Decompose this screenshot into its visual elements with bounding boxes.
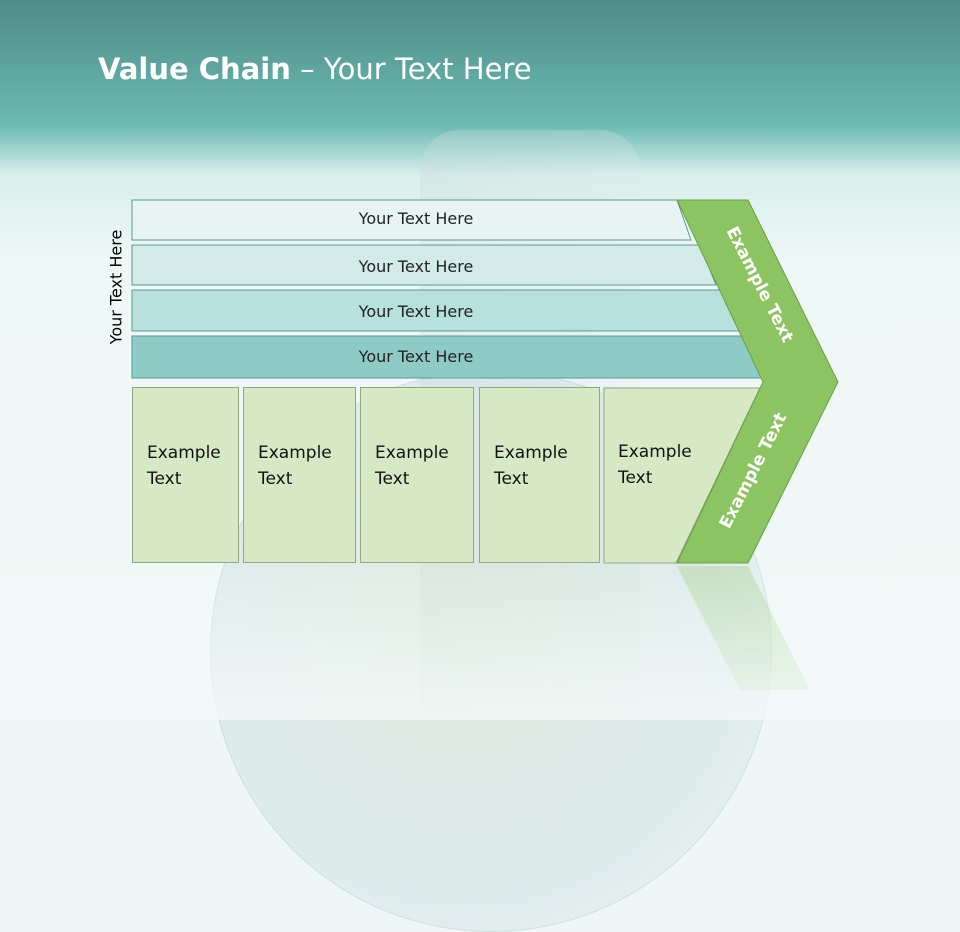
bar-4-label: Your Text Here <box>358 347 474 366</box>
slide-title: Value Chain – Your Text Here <box>98 52 532 86</box>
box-4-line2: Text <box>494 469 529 489</box>
title-rest: – Your Text Here <box>290 52 532 86</box>
box-5-line2: Text <box>618 468 653 488</box>
title-bold: Value Chain <box>98 52 291 86</box>
box-2-line2: Text <box>258 469 293 489</box>
box-4: Example Text <box>479 387 600 563</box>
reflection-fade <box>120 560 860 720</box>
box-1-line2: Text <box>147 469 182 489</box>
box-3-line1: Example <box>375 443 449 463</box>
bar-2 <box>131 244 717 286</box>
box-5: Example Text <box>604 387 724 563</box>
bar-2-label: Your Text Here <box>358 257 474 276</box>
box-5-line1: Example <box>618 442 692 462</box>
box-2-line1: Example <box>258 443 332 463</box>
bar-1-label: Your Text Here <box>358 209 474 228</box>
box-1: Example Text <box>132 387 239 563</box>
box-3: Example Text <box>360 387 474 563</box>
bar-1 <box>131 199 692 241</box>
box-1-line1: Example <box>147 443 221 463</box>
box-4-line1: Example <box>494 443 568 463</box>
bar-3-label: Your Text Here <box>358 302 474 321</box>
box-2: Example Text <box>243 387 356 563</box>
box-3-line2: Text <box>375 469 410 489</box>
